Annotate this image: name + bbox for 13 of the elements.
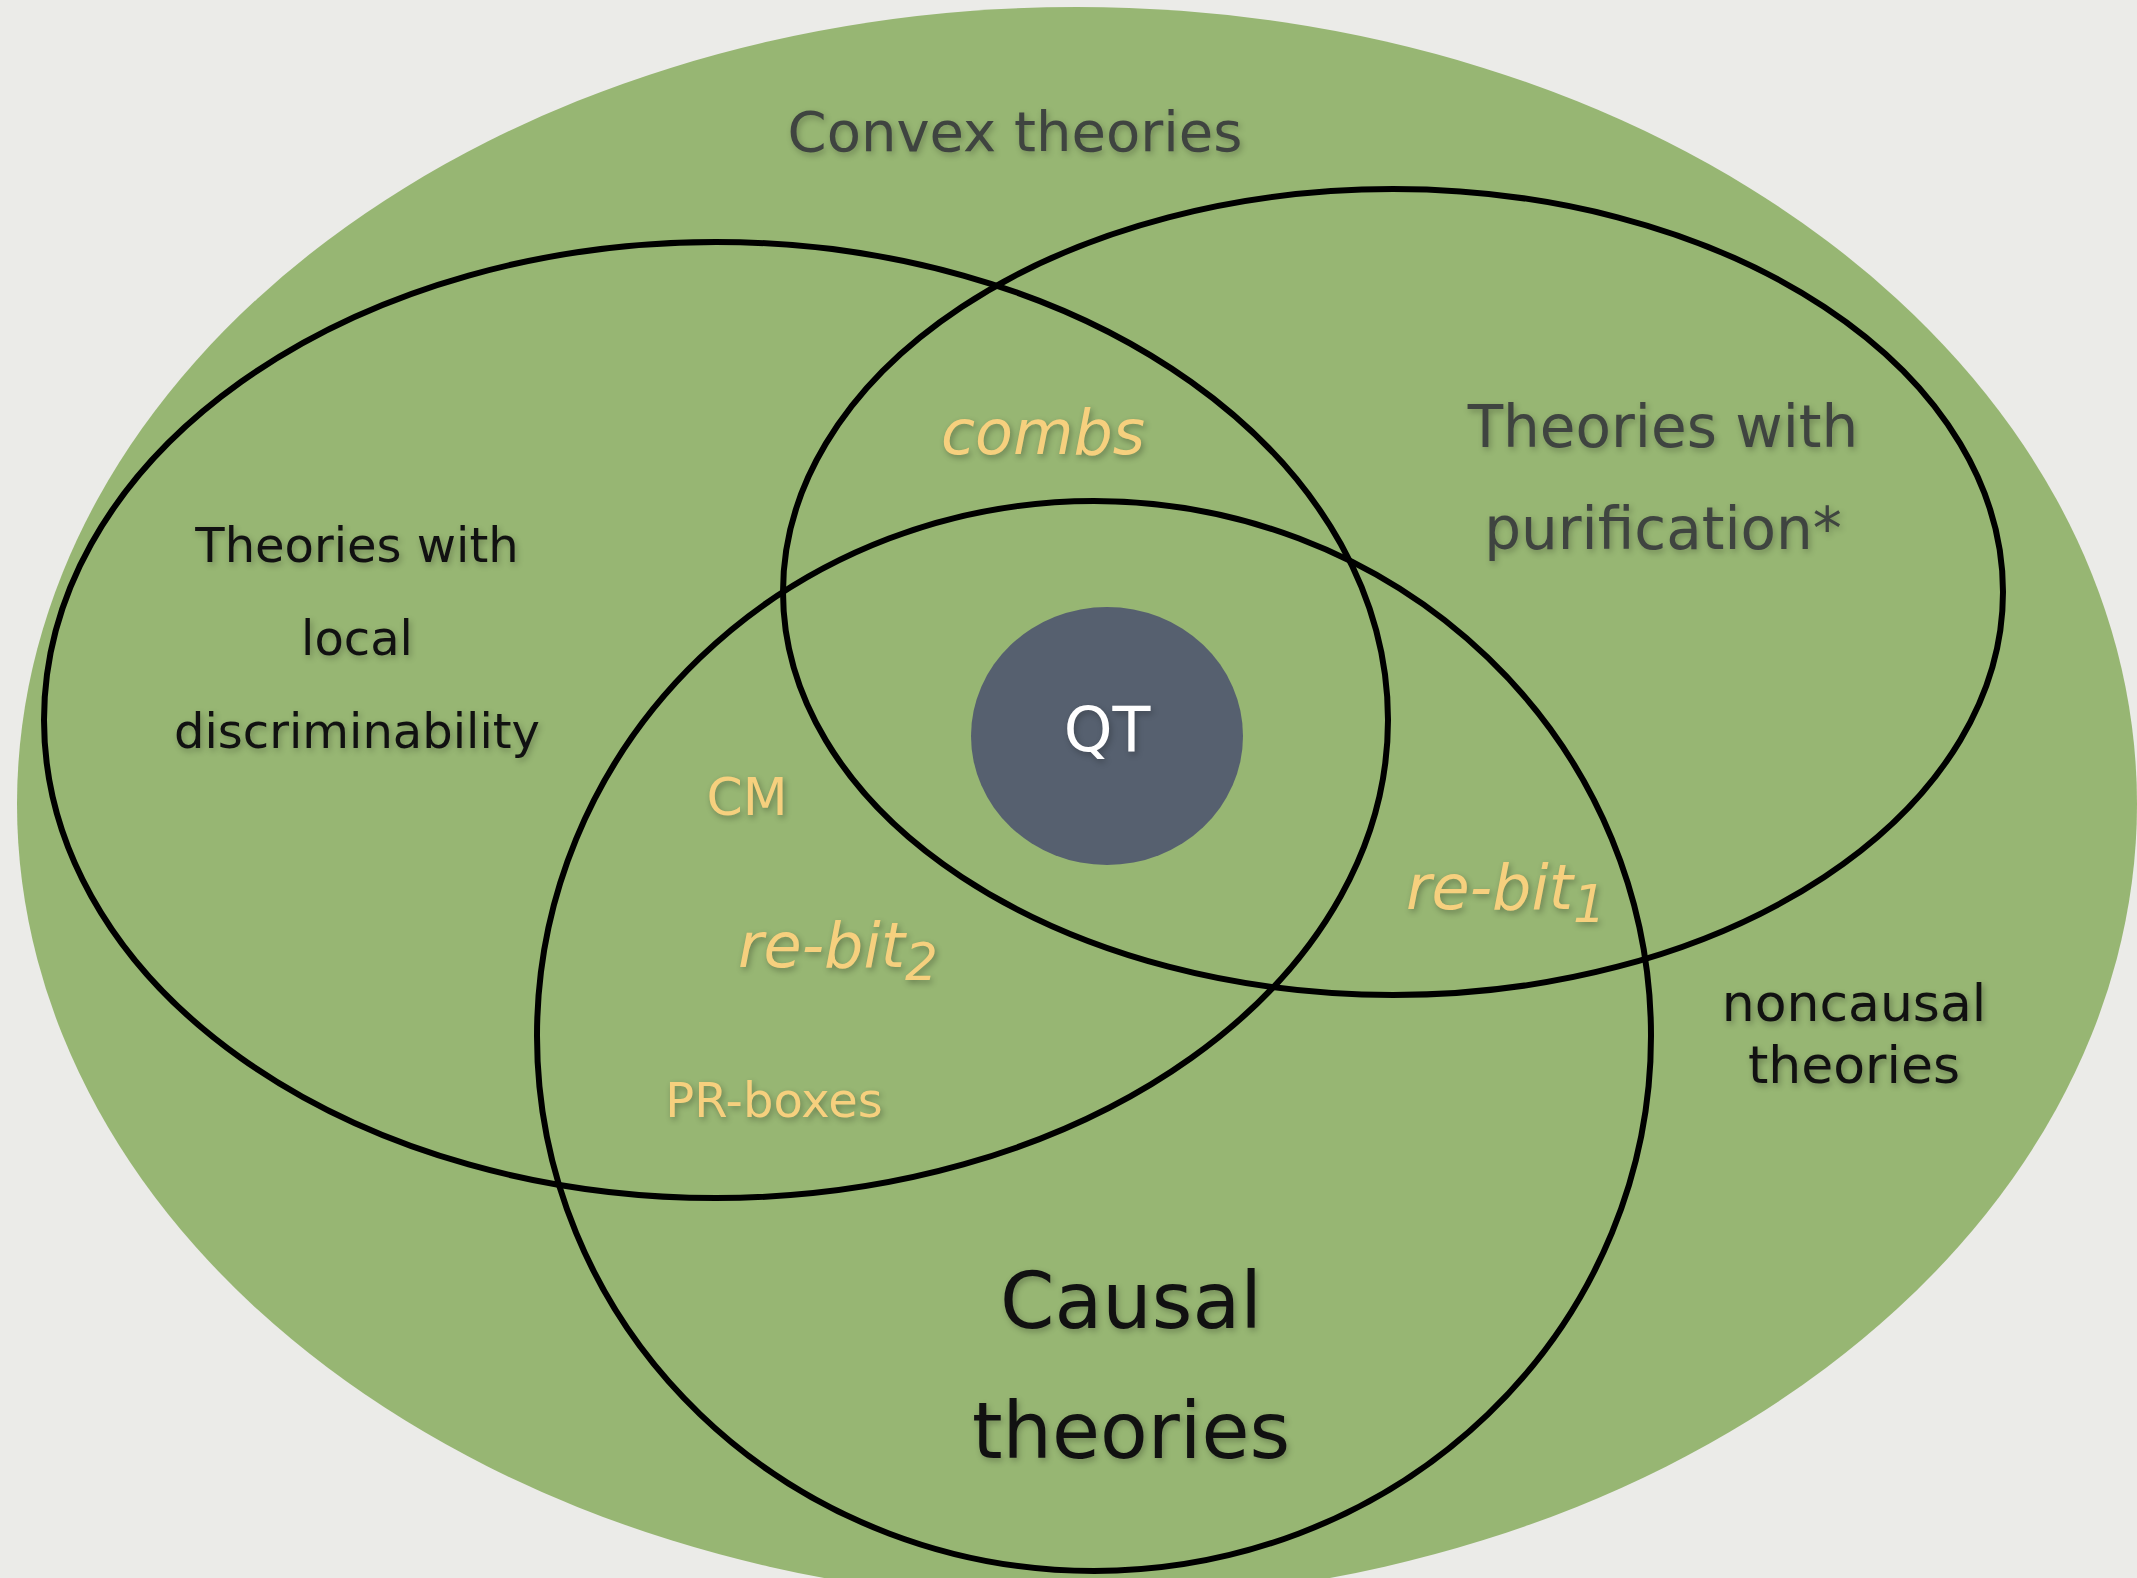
region-label: re-bit$_{1}$: [1406, 850, 1606, 936]
region-label: CM: [706, 765, 788, 829]
set-label: Theories with local discriminability: [173, 515, 541, 761]
set-label: Convex theories: [786, 98, 1244, 166]
region-label: noncausal theories: [1720, 971, 1988, 1097]
region-label: combs: [940, 395, 1146, 471]
circle: [971, 607, 1243, 865]
set-label: Theories with purification*: [1466, 392, 1860, 565]
set-ellipse: [41, 239, 1391, 1201]
region-label: re-bit$_{2}$: [738, 908, 938, 994]
region-label: PR-boxes: [665, 1072, 883, 1130]
set-label: Causal theories: [970, 1255, 1292, 1478]
set-label: QT: [1062, 692, 1152, 768]
